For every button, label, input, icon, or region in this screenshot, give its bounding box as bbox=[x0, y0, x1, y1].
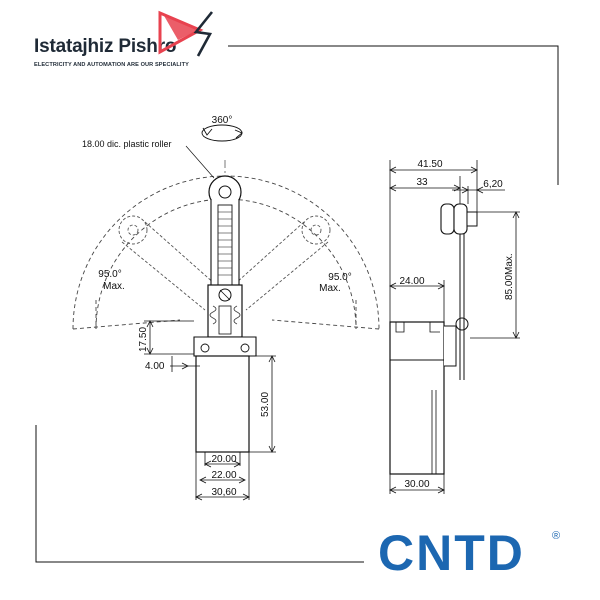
frame-lines bbox=[35, 45, 559, 563]
dim-6-20: 6,20 bbox=[483, 179, 503, 190]
dim-4-00: 4.00 bbox=[145, 361, 165, 372]
dim-20-00: 20.00 bbox=[211, 454, 236, 465]
side-body bbox=[389, 321, 445, 475]
cntd-logo: CNTD bbox=[378, 525, 525, 581]
head-block bbox=[207, 284, 243, 338]
dim-85-00-max: 85.00Max. bbox=[504, 253, 515, 300]
mount-flange bbox=[193, 336, 257, 357]
dim-41-50: 41.50 bbox=[417, 159, 442, 170]
side-view: 41.50 33 6,20 24.00 85.00Max. 30.00 bbox=[389, 159, 520, 494]
side-roller bbox=[440, 203, 455, 235]
dim-30-60: 30,60 bbox=[211, 487, 236, 498]
dim-22-00: 22.00 bbox=[211, 470, 236, 481]
roller-note: 18.00 dic. plastic roller bbox=[82, 139, 172, 149]
dim-53-00: 53.00 bbox=[260, 392, 271, 417]
brand-header: Istatajhiz Pishro bbox=[34, 36, 177, 58]
switch-body bbox=[195, 355, 250, 453]
dim-17-50: 17.50 bbox=[138, 327, 149, 352]
left-angle-label: 95.0° bbox=[98, 269, 121, 280]
front-view: 360° 18.00 dic. plastic roller bbox=[72, 115, 380, 501]
left-angle-unit: Max. bbox=[103, 281, 125, 292]
registered-mark: ® bbox=[552, 530, 561, 542]
brand-name: Istatajhiz Pishro bbox=[34, 36, 177, 57]
brand-tagline: ELECTRICITY AND AUTOMATION ARE OUR SPECI… bbox=[34, 62, 189, 68]
rotation-label: 360° bbox=[212, 115, 233, 126]
right-angle-unit: Max. bbox=[319, 283, 341, 294]
dim-24-00: 24.00 bbox=[399, 276, 424, 287]
side-head bbox=[444, 325, 457, 367]
right-angle-label: 95.0° bbox=[328, 272, 351, 283]
dim-33: 33 bbox=[416, 177, 428, 188]
dim-30-00: 30.00 bbox=[404, 479, 429, 490]
play-bolt-logo-icon bbox=[158, 10, 214, 57]
